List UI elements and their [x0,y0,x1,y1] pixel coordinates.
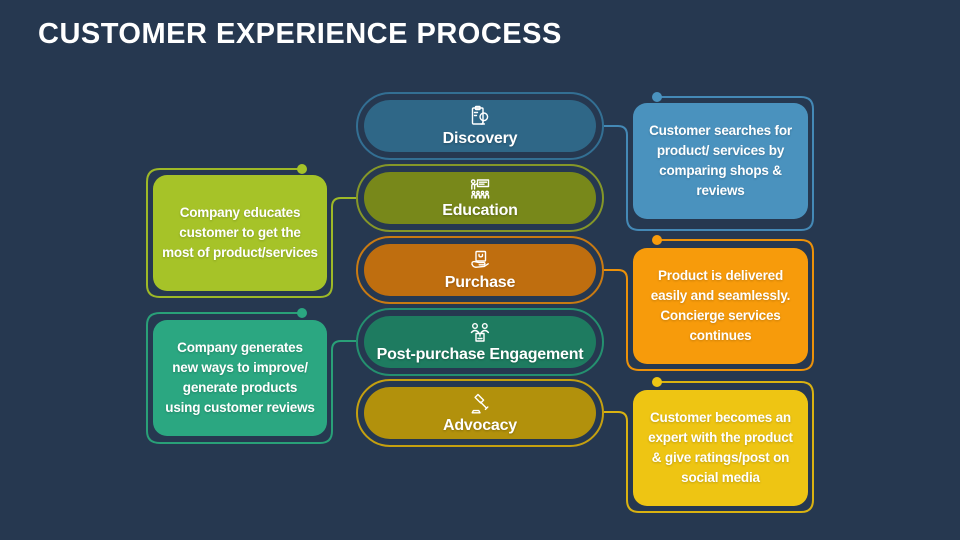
connector-discovery [604,96,814,231]
note-card-post-purchase: Company generates new ways to improve/ g… [153,320,327,436]
connector-purchase [604,239,814,371]
slide-title: CUSTOMER EXPERIENCE PROCESS [38,18,562,50]
clipboard-search-icon [467,105,493,129]
note-card-purchase: Product is delivered easily and seamless… [633,248,808,364]
connector-dot-discovery [652,92,662,102]
note-card-discovery: Customer searches for product/ services … [633,103,808,219]
customers-package-icon [467,321,493,345]
stage-pill-advocacy: Advocacy [356,379,604,447]
stage-label: Purchase [444,273,516,291]
hand-holding-box-icon [467,249,493,273]
gavel-icon [467,392,493,416]
stage-label: Education [442,201,518,219]
connector-dot-post-purchase [297,308,307,318]
stage-pill-education: Education [356,164,604,232]
connector-education [146,168,356,298]
connector-dot-advocacy [652,377,662,387]
stage-pill-purchase: Purchase [356,236,604,304]
note-card-education: Company educates customer to get the mos… [153,175,327,291]
connector-post-purchase [146,312,356,444]
stage-label: Post-purchase Engagement [376,345,584,363]
stage-label: Advocacy [443,416,517,434]
training-presentation-icon [467,177,493,201]
stage-pill-discovery: Discovery [356,92,604,160]
connector-advocacy [604,381,814,513]
stage-pill-post-purchase: Post-purchase Engagement [356,308,604,376]
connector-dot-purchase [652,235,662,245]
stage-label: Discovery [442,129,518,147]
note-card-advocacy: Customer becomes an expert with the prod… [633,390,808,506]
connector-dot-education [297,164,307,174]
